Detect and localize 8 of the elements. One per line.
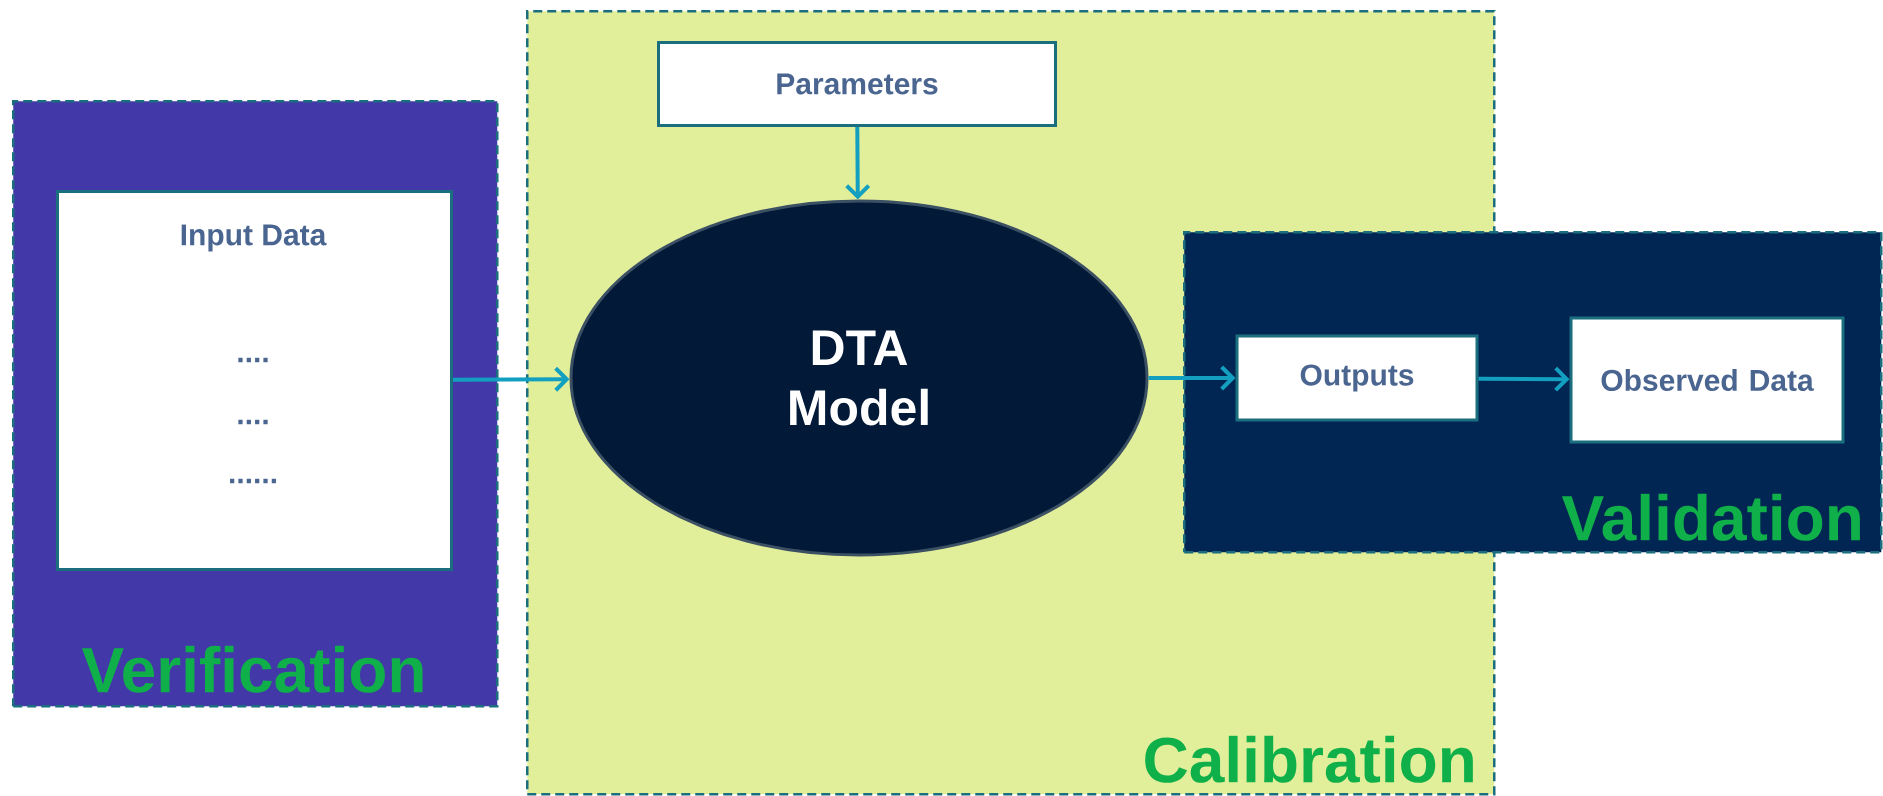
- process-box: Outputs: [1235, 334, 1479, 422]
- input-box: Input Data .... .... ......: [56, 190, 453, 571]
- arrow: [845, 127, 871, 200]
- arrow: [453, 366, 570, 392]
- arrow: [1148, 365, 1236, 391]
- arrow: [1478, 366, 1570, 392]
- process-box: Parameters: [657, 41, 1057, 127]
- process-box: Observed Data: [1569, 316, 1845, 444]
